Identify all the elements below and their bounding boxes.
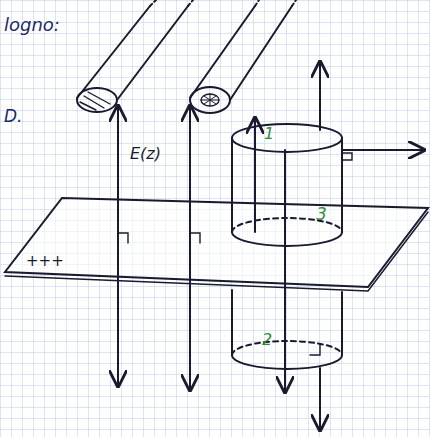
item-letter: D.: [4, 108, 23, 125]
charged-plane: [5, 198, 428, 291]
page-heading: logno:: [4, 16, 60, 34]
surface-number: 1: [264, 126, 274, 142]
surface-number: 3: [316, 206, 327, 223]
surface-number: 2: [262, 332, 272, 348]
gaussian-cylinder: [232, 62, 424, 430]
field-arrow: [118, 106, 200, 390]
field-label: E(z): [130, 146, 161, 162]
hollow-wire: [190, 0, 296, 113]
solid-wire: [77, 0, 193, 112]
charge-signs: +++: [26, 254, 64, 269]
